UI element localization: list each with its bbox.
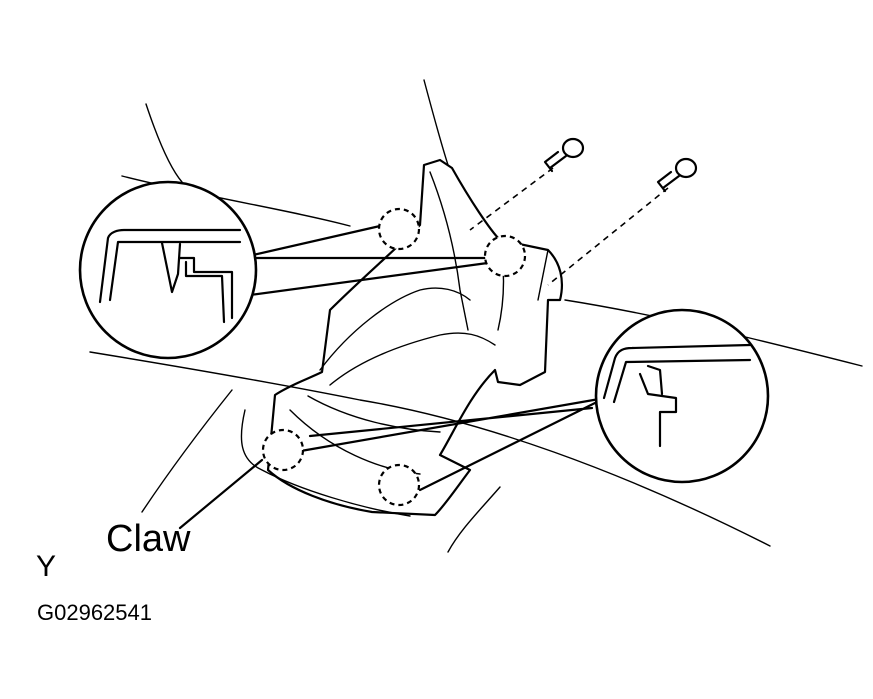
claw-marker xyxy=(483,234,527,278)
claw-marker xyxy=(377,207,421,251)
screw-left xyxy=(469,137,585,231)
claw-label: Claw xyxy=(106,518,191,560)
zoom-detail-left xyxy=(78,180,258,360)
figure-id: G02962541 xyxy=(37,600,152,625)
screw-right xyxy=(547,157,698,286)
claw-marker xyxy=(261,428,305,472)
claw-marker xyxy=(377,463,421,507)
zoom-detail-right xyxy=(594,308,770,484)
view-label: Y xyxy=(36,550,57,583)
leader-lines xyxy=(178,224,607,530)
